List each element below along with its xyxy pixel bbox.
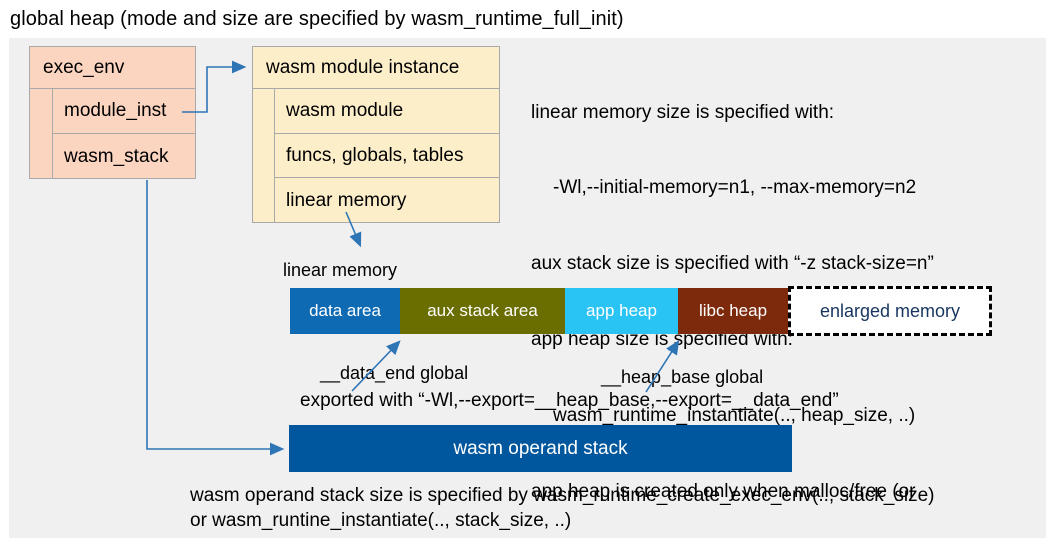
exec-env-row-wasm-stack: wasm_stack	[64, 145, 169, 167]
note-line: linear memory size is specified with:	[531, 101, 835, 123]
exec-env-indent-strip	[30, 89, 53, 179]
data-end-global-label: __data_end global	[320, 363, 469, 383]
instance-row-linear-memory: linear memory	[286, 189, 407, 211]
page-title: global heap (mode and size are specified…	[10, 8, 624, 30]
exec-env-box: exec_env module_inst wasm_stack	[29, 46, 196, 179]
note-line: -Wl,--initial-memory=n1, --max-memory=n2	[553, 177, 917, 199]
heap-base-global-label: __heap_base global	[601, 367, 764, 387]
linear-memory-caption: linear memory	[283, 260, 398, 280]
wasm-module-instance-box: wasm module instance wasm module funcs, …	[252, 46, 500, 223]
wasm-operand-stack-box: wasm operand stack	[289, 425, 792, 472]
note-line: app heap size is specified with:	[531, 329, 793, 351]
note-line: wasm operand stack size is specified by …	[190, 485, 935, 506]
exec-env-header: exec_env	[30, 47, 195, 89]
instance-row-wasm-module: wasm module	[275, 89, 499, 134]
exec-env-row-module-inst: module_inst	[53, 89, 195, 134]
linear-memory-bar: data area aux stack area app heap libc h…	[290, 288, 788, 334]
linear-memory-notes: linear memory size is specified with: -W…	[531, 49, 1031, 547]
instance-row-funcs-globals-tables: funcs, globals, tables	[275, 134, 499, 179]
note-line: app heap is created only when malloc/fre…	[531, 481, 916, 503]
segment-data-area: data area	[290, 288, 400, 334]
exported-with-label: exported with “-Wl,--export=__heap_base,…	[300, 390, 839, 411]
segment-app-heap: app heap	[565, 288, 678, 334]
note-line: aux stack size is specified with “-z sta…	[531, 253, 934, 275]
segment-libc-heap: libc heap	[678, 288, 788, 334]
instance-header: wasm module instance	[253, 47, 499, 89]
operand-stack-notes: wasm operand stack size is specified by …	[190, 483, 935, 533]
note-line: or wasm_runtine_instantiate(.., stack_si…	[190, 510, 572, 531]
note-line: wasm_runtime_instantiate(.., heap_size, …	[553, 405, 916, 427]
instance-indent-strip	[253, 89, 275, 223]
segment-aux-stack-area: aux stack area	[400, 288, 565, 334]
segment-enlarged-memory: enlarged memory	[788, 286, 992, 336]
